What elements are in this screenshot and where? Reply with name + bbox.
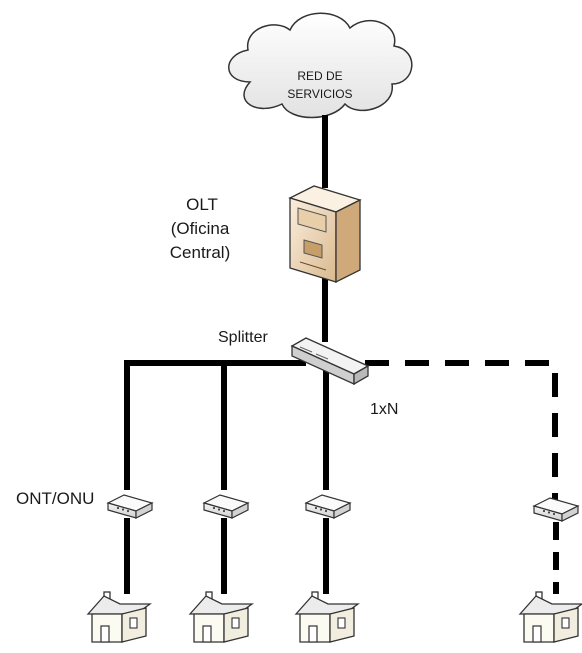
ont-device-icon (203, 494, 249, 519)
cloud-icon (228, 12, 413, 119)
olt-label-line3: Central) (170, 243, 230, 262)
cloud-label-line1: RED DE (297, 69, 342, 83)
server-tower-icon (288, 185, 362, 284)
house-icon (519, 591, 582, 643)
ont-label: ONT/ONU (16, 489, 94, 508)
dashed-branch (365, 360, 558, 500)
ont-device-icon (533, 497, 579, 522)
splitter-label: Splitter (218, 329, 268, 346)
olt-label-line2: (Oficina (171, 219, 230, 238)
olt-label-line1: OLT (186, 195, 218, 214)
ont-device-icon (107, 494, 153, 519)
ont-device-icon (305, 494, 351, 519)
house-icon (87, 591, 151, 643)
splitter-ratio-label: 1xN (370, 401, 398, 418)
house-icon (189, 591, 253, 643)
house-icon (295, 591, 359, 643)
splitter-icon (290, 337, 370, 386)
cloud-label-line2: SERVICIOS (287, 87, 352, 101)
